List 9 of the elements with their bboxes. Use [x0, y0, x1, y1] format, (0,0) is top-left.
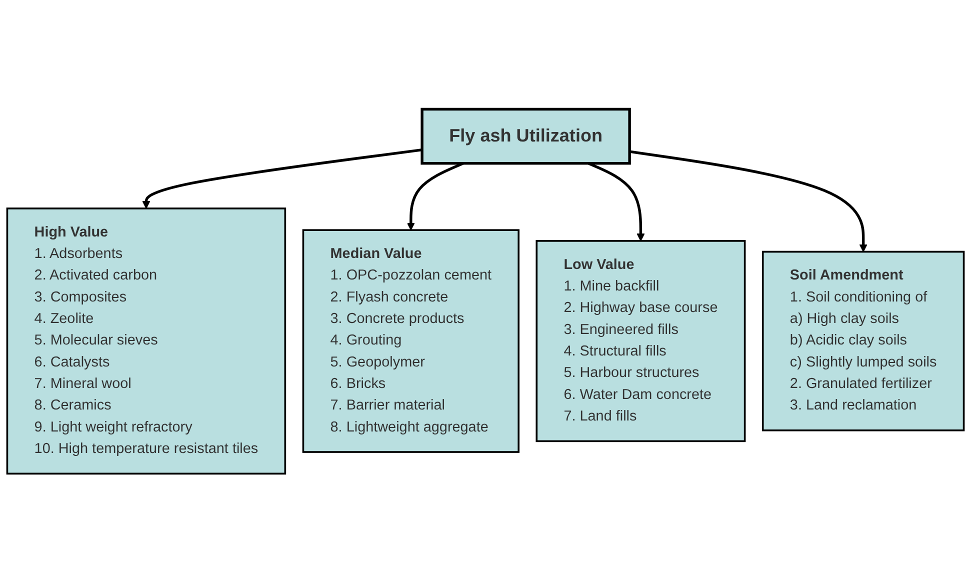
node-box: Low Value 1. Mine backfill 2. Highway base course 3. Engineered fills 4. Structural fills 5. Harbour structures 6. Water Dam concrete 7. Land fills — [536, 240, 746, 442]
node-box: Median Value 1. OPC-pozzolan cement 2. Flyash concrete 3. Concrete products 4. Grouting 5. Geopolymer 6. Bricks 7. Barrier material 8. Lightweight aggregate — [302, 228, 520, 452]
arrow — [588, 162, 645, 241]
node-box: High Value 1. Adsorbents 2. Activated carbon 3. Composites 4. Zeolite 5. Molecular sieves 6. Catalysts 7. Mineral wool 8. Ceramics 9. Light weight refractory 10. High temperature resistant tiles — [6, 207, 286, 474]
node-box: Soil Amendment 1. Soil conditioning of a) High clay soils b) Acidic clay soils c) Slightly lumped soils 2. Granulated fertilizer 3. Land reclamation — [762, 250, 965, 431]
arrow — [142, 148, 422, 208]
node-box: Fly ash Utilization — [420, 107, 631, 164]
arrow — [406, 162, 464, 230]
arrow — [629, 150, 868, 252]
